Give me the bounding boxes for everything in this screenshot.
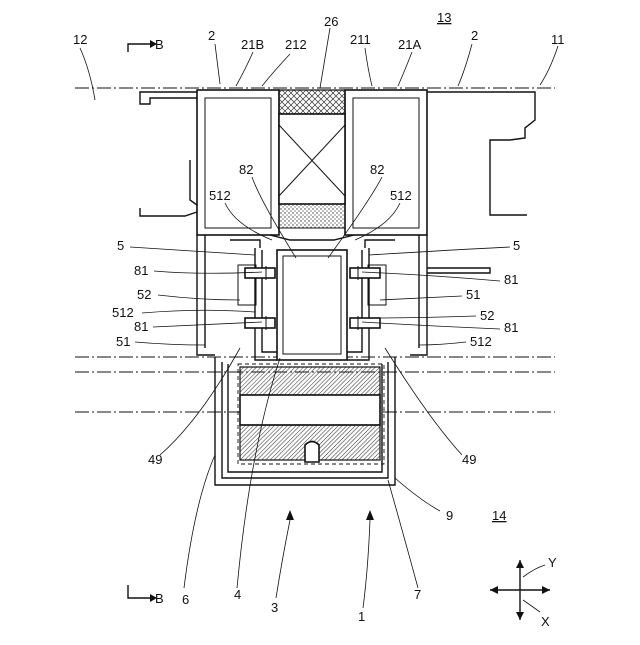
label-21A: 21A [398,37,421,52]
label-49-right: 49 [462,452,476,467]
label-5-left: 5 [117,238,124,253]
label-5-right: 5 [513,238,520,253]
label-52-right: 52 [480,308,494,323]
label-52-left: 52 [137,287,151,302]
label-13: 13 [437,10,451,25]
axis-indicator: Y X [490,555,557,629]
label-82-right: 82 [370,162,384,177]
label-49-left: 49 [148,452,162,467]
label-X: X [541,614,550,629]
frame-member-21b [140,90,279,355]
insulation-26 [270,90,354,240]
label-81-a: 81 [134,263,148,278]
label-212: 212 [285,37,307,52]
label-14: 14 [492,508,506,523]
section-marker-bottom: B [128,585,164,606]
label-81-c: 81 [134,319,148,334]
label-B-top: B [155,37,164,52]
label-512-top-right: 512 [390,188,412,203]
label-26: 26 [324,14,338,29]
mullion-4 [277,250,347,360]
frame-member-21a [345,90,535,355]
label-82-left: 82 [239,162,253,177]
label-81-b: 81 [504,272,518,287]
label-81-d: 81 [504,320,518,335]
label-B-bottom: B [155,591,164,606]
label-7: 7 [414,587,421,602]
label-9: 9 [446,508,453,523]
label-512-mid-left: 512 [112,305,134,320]
label-1: 1 [358,609,365,624]
label-2-right: 2 [471,28,478,43]
label-512-mid-right: 512 [470,334,492,349]
label-Y: Y [548,555,557,570]
label-512-top-left: 512 [209,188,231,203]
section-marker-top: B [128,37,164,52]
label-4: 4 [234,587,241,602]
label-51-left: 51 [116,334,130,349]
label-3: 3 [271,600,278,615]
label-51-right-top: 51 [466,287,480,302]
label-6: 6 [182,592,189,607]
cover-assembly-3 [215,357,395,485]
label-12: 12 [73,32,87,47]
label-11: 11 [551,32,565,47]
label-211: 211 [350,32,371,47]
label-2-left: 2 [208,28,215,43]
label-21B: 21B [241,37,264,52]
